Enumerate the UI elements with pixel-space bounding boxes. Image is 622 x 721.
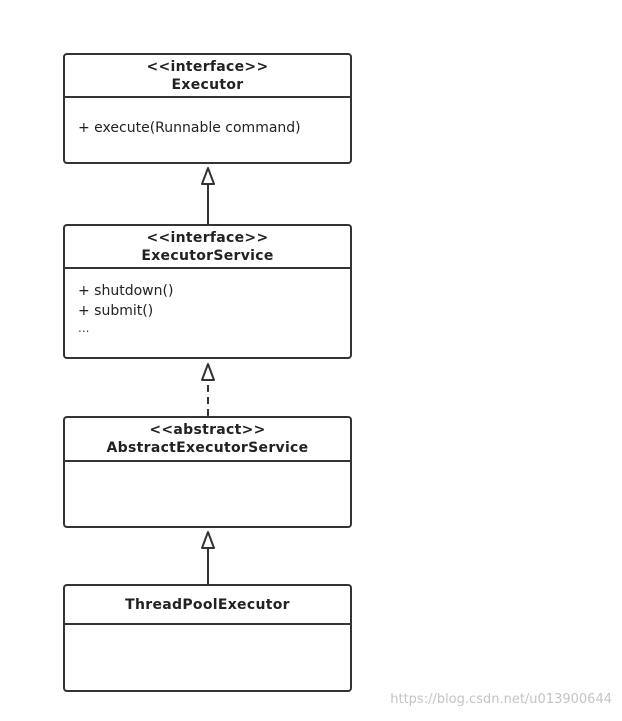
- class-header: <<interface>> Executor: [65, 55, 350, 98]
- class-name: AbstractExecutorService: [106, 440, 309, 456]
- class-header: ThreadPoolExecutor: [65, 586, 350, 625]
- class-box-threadpoolexecutor[interactable]: ThreadPoolExecutor: [63, 584, 352, 692]
- class-members: [65, 625, 350, 631]
- class-stereotype: <<interface>>: [146, 229, 269, 246]
- class-member: + execute(Runnable command): [78, 120, 301, 136]
- class-stereotype: <<abstract>>: [149, 422, 266, 438]
- class-box-abstractexecutorservice[interactable]: <<abstract>> AbstractExecutorService: [63, 416, 352, 528]
- class-header: <<interface>> ExecutorService: [65, 226, 350, 269]
- class-member: + shutdown(): [78, 283, 174, 299]
- class-name: ExecutorService: [141, 247, 274, 264]
- watermark-text: https://blog.csdn.net/u013900644: [390, 692, 612, 707]
- class-name: ThreadPoolExecutor: [125, 596, 290, 613]
- class-members: + execute(Runnable command): [65, 98, 350, 138]
- class-member: + submit(): [78, 303, 154, 319]
- class-members: [65, 462, 350, 468]
- class-name: Executor: [171, 76, 244, 93]
- class-box-executorservice[interactable]: <<interface>> ExecutorService + shutdown…: [63, 224, 352, 359]
- arrow-abstractexecutorservice-to-executorservice: [201, 363, 215, 416]
- arrow-threadpoolexecutor-to-abstractexecutorservice: [201, 531, 215, 584]
- class-box-executor[interactable]: <<interface>> Executor + execute(Runnabl…: [63, 53, 352, 164]
- class-members: + shutdown() + submit() ...: [65, 269, 350, 335]
- class-stereotype: <<interface>>: [146, 58, 269, 75]
- more-members-ellipsis: ...: [78, 321, 90, 335]
- class-header: <<abstract>> AbstractExecutorService: [65, 418, 350, 462]
- arrow-executorservice-to-executor: [201, 167, 215, 224]
